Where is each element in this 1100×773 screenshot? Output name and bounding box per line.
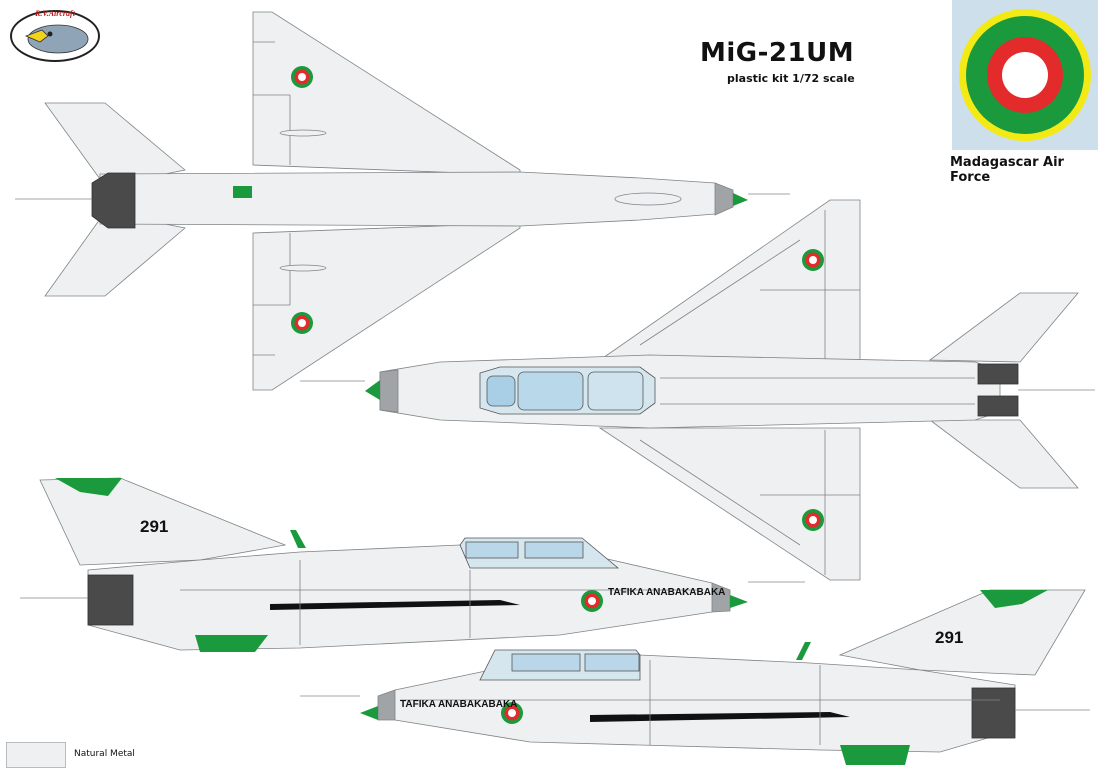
- page-subtitle: plastic kit 1/72 scale: [727, 72, 855, 85]
- right-side-view: [300, 589, 1090, 765]
- brand-logo-text: R.V.Aircraft: [34, 9, 76, 18]
- legend-swatch-natural-metal: [6, 742, 66, 768]
- serial-number-right: 291: [935, 628, 963, 647]
- nose-inscription-right: TAFIKA ANABAKABAKA: [400, 699, 517, 710]
- air-force-roundel: [952, 0, 1098, 150]
- serial-number-left: 291: [140, 517, 168, 536]
- nose-inscription-left: TAFIKA ANABAKABAKA: [608, 587, 725, 598]
- left-side-view: [20, 477, 805, 652]
- brand-logo: R.V.Aircraft: [10, 9, 100, 62]
- bottom-view: [300, 199, 1095, 581]
- top-view: [15, 11, 790, 391]
- air-force-name: Madagascar Air Force: [950, 155, 1064, 185]
- page-title: MiG-21UM: [700, 38, 855, 68]
- legend-label: Natural Metal: [74, 749, 135, 759]
